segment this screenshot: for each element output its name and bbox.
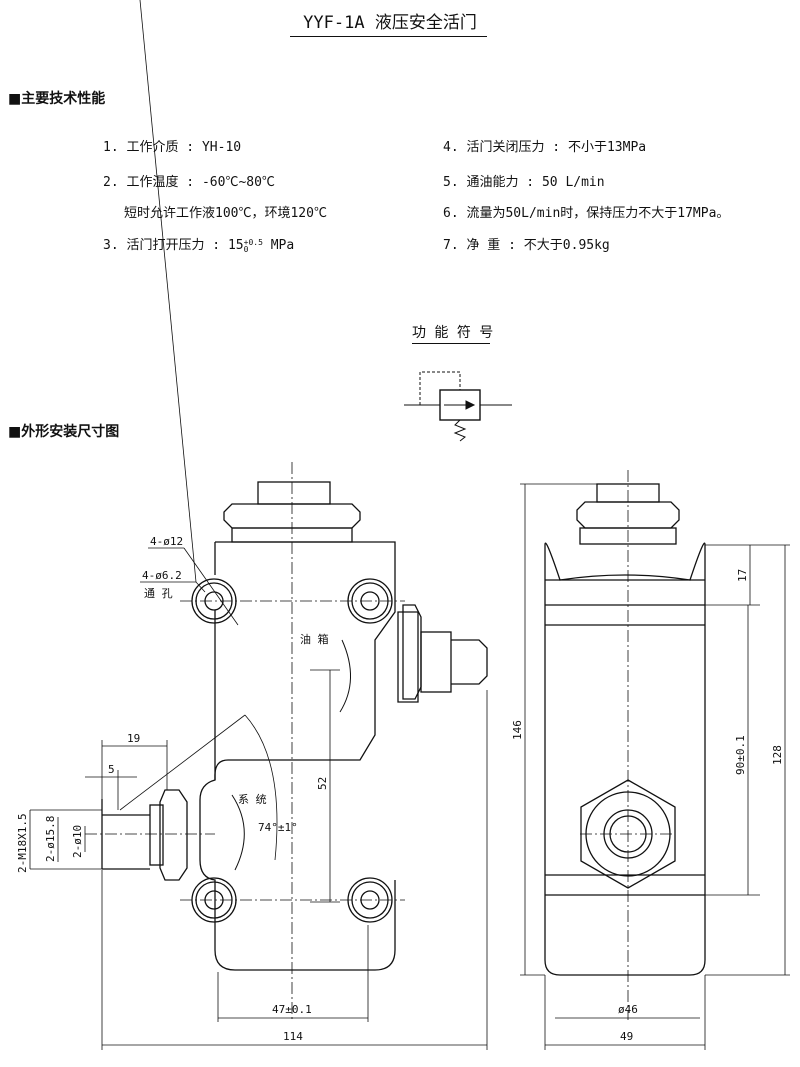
- dim-dia-46: ø46: [618, 1003, 638, 1016]
- page-title: YYF-1A 液压安全活门: [303, 13, 477, 33]
- dim-17: 17: [736, 569, 749, 582]
- label-hole-outer: 4-ø12: [150, 535, 183, 548]
- spec-3-prefix: 3. 活门打开压力 : 15: [103, 238, 244, 253]
- dim-dia-10: 2-ø10: [71, 825, 84, 858]
- spec-3-sup: +0.5: [243, 237, 263, 247]
- front-dimensions: [29, 0, 488, 1050]
- label-through-hole: 通 孔: [144, 587, 173, 600]
- spec-3-sub: 0: [243, 244, 249, 254]
- spec-6: 6. 流量为50L/min时，保持压力不大于17MPa。: [443, 206, 730, 221]
- label-angle: 74°±1°: [258, 821, 298, 834]
- dim-47: 47±0.1: [272, 1003, 312, 1016]
- spec-3-unit: MPa: [262, 238, 295, 253]
- spec-2b: 短时允许工作液100℃，环境120℃: [124, 206, 327, 221]
- spec-1: 1. 工作介质 : YH-10: [103, 140, 242, 155]
- dim-19: 19: [127, 732, 140, 745]
- dim-52: 52: [316, 777, 329, 790]
- dim-5: 5: [108, 763, 115, 776]
- dim-114: 114: [283, 1030, 303, 1043]
- spec-7: 7. 净 重 : 不大于0.95kg: [443, 238, 610, 253]
- label-system: 系 统: [238, 793, 267, 806]
- label-hole-inner: 4-ø6.2: [142, 569, 182, 582]
- dim-thread: 2-M18X1.5: [16, 813, 29, 873]
- label-tank: 油 箱: [300, 632, 329, 646]
- center-lines: [85, 462, 675, 1020]
- spec-5: 5. 通油能力 : 50 L/min: [443, 175, 605, 190]
- dim-146: 146: [511, 720, 524, 740]
- symbol-heading: 功 能 符 号: [412, 325, 494, 341]
- side-dimensions: [520, 483, 790, 1050]
- dim-90: 90±0.1: [734, 735, 747, 775]
- spec-4: 4. 活门关闭压力 : 不小于13MPa: [443, 140, 647, 155]
- symbol-heading-underline: [412, 343, 490, 344]
- side-view: [544, 483, 706, 976]
- hydraulic-symbol: [404, 371, 512, 442]
- title-underline: [290, 36, 487, 37]
- drawing-heading: ■外形安装尺寸图: [8, 424, 120, 440]
- front-view: [101, 481, 488, 971]
- dim-128: 128: [771, 745, 784, 765]
- dim-49: 49: [620, 1030, 633, 1043]
- specs-heading: ■主要技术性能: [8, 91, 106, 107]
- spec-2: 2. 工作温度 : -60℃~80℃: [103, 175, 275, 190]
- dim-dia-15-8: 2-ø15.8: [44, 816, 57, 862]
